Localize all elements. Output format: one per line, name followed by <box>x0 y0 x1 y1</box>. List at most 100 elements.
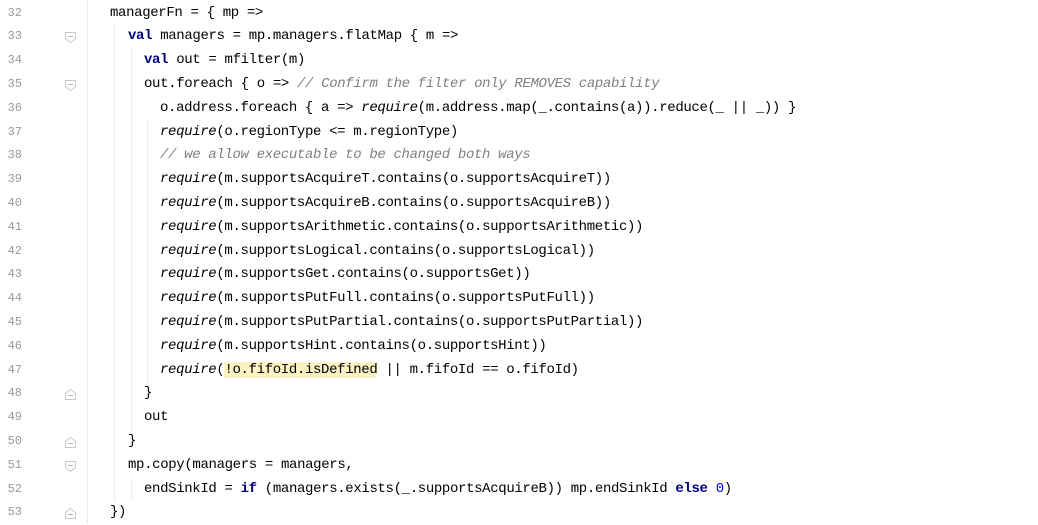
line-number: 46 <box>7 338 22 353</box>
keyword-token: val <box>144 52 169 69</box>
code-token: mp.copy(managers = managers, <box>128 456 354 473</box>
line-number: 40 <box>7 195 22 210</box>
number-token: 0 <box>715 480 724 497</box>
function-token: require <box>160 290 217 307</box>
code-text[interactable]: out.foreach { o => // Confirm the filter… <box>144 73 660 97</box>
code-line[interactable]: 47 require(!o.fifoId.isDefined || m.fifoI… <box>0 359 1038 383</box>
code-line[interactable]: 42 require(m.supportsLogical.contains(o.s… <box>0 240 1038 264</box>
code-token: (m.supportsAcquireT.contains(o.supportsA… <box>216 171 611 188</box>
code-text[interactable]: o.address.foreach { a => require(m.addre… <box>160 97 796 121</box>
code-token: }) <box>110 504 127 521</box>
comment-token: // Confirm the filter only REMOVES capab… <box>296 75 660 92</box>
line-number: 41 <box>7 219 22 234</box>
code-text[interactable]: out <box>144 406 169 430</box>
code-token: out.foreach { o => <box>144 75 297 92</box>
fold-end-icon[interactable] <box>64 507 77 520</box>
code-token: o.address.foreach { a => <box>160 99 362 116</box>
code-text[interactable]: endSinkId = if (managers.exists(_.suppor… <box>144 478 732 502</box>
code-text[interactable]: require(m.supportsGet.contains(o.support… <box>160 263 531 287</box>
function-token: require <box>160 194 217 211</box>
code-text[interactable]: mp.copy(managers = managers, <box>128 454 354 478</box>
line-number: 50 <box>7 433 22 448</box>
code-token: (m.supportsPutFull.contains(o.supportsPu… <box>216 290 595 307</box>
line-number: 51 <box>7 457 22 472</box>
code-token: (m.supportsAcquireB.contains(o.supportsA… <box>216 194 611 211</box>
code-token: out = mfilter(m) <box>168 52 306 69</box>
function-token: require <box>160 313 217 330</box>
code-line[interactable]: 39 require(m.supportsAcquireT.contains(o.… <box>0 168 1038 192</box>
code-text[interactable]: val managers = mp.managers.flatMap { m =… <box>128 25 458 49</box>
code-line[interactable]: 38// we allow executable to be changed b… <box>0 144 1038 168</box>
code-text[interactable]: managerFn = { mp => <box>110 2 263 26</box>
line-number: 43 <box>7 267 22 282</box>
gutter-separator <box>87 0 88 523</box>
keyword-token: else <box>675 480 708 497</box>
keyword-token: if <box>240 480 257 497</box>
code-text[interactable]: require(m.supportsLogical.contains(o.sup… <box>160 240 595 264</box>
fold-end-icon[interactable] <box>64 388 77 401</box>
line-number: 49 <box>7 410 22 425</box>
code-token: } <box>144 385 153 402</box>
code-token: ( <box>216 361 225 378</box>
code-line[interactable]: 51 mp.copy(managers = managers, <box>0 454 1038 478</box>
line-number: 33 <box>7 29 22 44</box>
code-token: (m.supportsArithmetic.contains(o.support… <box>216 218 644 235</box>
code-line[interactable]: 33 val managers = mp.managers.flatMap { m… <box>0 25 1038 49</box>
line-number: 34 <box>7 53 22 68</box>
code-line[interactable]: 49 out <box>0 406 1038 430</box>
code-line[interactable]: 41 require(m.supportsArithmetic.contains(… <box>0 216 1038 240</box>
code-line[interactable]: 36 o.address.foreach { a => require(m.add… <box>0 97 1038 121</box>
highlighted-token: !o.fifoId.isDefined <box>224 361 378 378</box>
code-text[interactable]: require(m.supportsPutFull.contains(o.sup… <box>160 287 595 311</box>
code-token: out <box>144 409 169 426</box>
function-token: require <box>160 266 217 283</box>
code-text[interactable]: require(m.supportsAcquireB.contains(o.su… <box>160 192 611 216</box>
code-text[interactable]: require(m.supportsHint.contains(o.suppor… <box>160 335 547 359</box>
line-number: 45 <box>7 314 22 329</box>
fold-end-icon[interactable] <box>64 436 77 449</box>
code-text[interactable]: // we allow executable to be changed bot… <box>160 144 531 168</box>
code-token: managers = mp.managers.flatMap { m => <box>152 28 459 45</box>
code-token: ) <box>723 480 732 497</box>
code-line[interactable]: 46 require(m.supportsHint.contains(o.supp… <box>0 335 1038 359</box>
code-text[interactable]: require(m.supportsPutPartial.contains(o.… <box>160 311 643 335</box>
code-line[interactable]: 53}) <box>0 501 1038 525</box>
code-text[interactable]: require(!o.fifoId.isDefined || m.fifoId … <box>160 359 579 383</box>
code-line[interactable]: 50} <box>0 430 1038 454</box>
fold-expanded-icon[interactable] <box>64 31 77 44</box>
fold-expanded-icon[interactable] <box>64 460 77 473</box>
code-text[interactable]: require(o.regionType <= m.regionType) <box>160 121 458 145</box>
line-number: 47 <box>7 362 22 377</box>
code-line[interactable]: 48} <box>0 382 1038 406</box>
code-token: (o.regionType <= m.regionType) <box>216 123 458 140</box>
line-number: 44 <box>7 291 22 306</box>
line-number: 36 <box>7 100 22 115</box>
function-token: require <box>160 361 217 378</box>
code-line[interactable]: 40 require(m.supportsAcquireB.contains(o.… <box>0 192 1038 216</box>
function-token: require <box>160 242 217 259</box>
code-token: endSinkId = <box>144 480 241 497</box>
code-text[interactable]: require(m.supportsArithmetic.contains(o.… <box>160 216 643 240</box>
code-token: } <box>128 432 137 449</box>
line-number: 48 <box>7 386 22 401</box>
code-token: || m.fifoId == o.fifoId) <box>377 361 579 378</box>
line-number: 42 <box>7 243 22 258</box>
fold-expanded-icon[interactable] <box>64 79 77 92</box>
code-text[interactable]: } <box>128 430 136 454</box>
line-number: 53 <box>7 505 22 520</box>
code-line[interactable]: 45 require(m.supportsPutPartial.contains(… <box>0 311 1038 335</box>
code-line[interactable]: 44 require(m.supportsPutFull.contains(o.s… <box>0 287 1038 311</box>
code-text[interactable]: require(m.supportsAcquireT.contains(o.su… <box>160 168 611 192</box>
code-text[interactable]: }) <box>110 501 126 525</box>
line-number: 39 <box>7 172 22 187</box>
code-line[interactable]: 34 val out = mfilter(m) <box>0 49 1038 73</box>
code-text[interactable]: } <box>144 382 152 406</box>
keyword-token: val <box>128 28 153 45</box>
code-text[interactable]: val out = mfilter(m) <box>144 49 305 73</box>
code-line[interactable]: 43 require(m.supportsGet.contains(o.suppo… <box>0 263 1038 287</box>
